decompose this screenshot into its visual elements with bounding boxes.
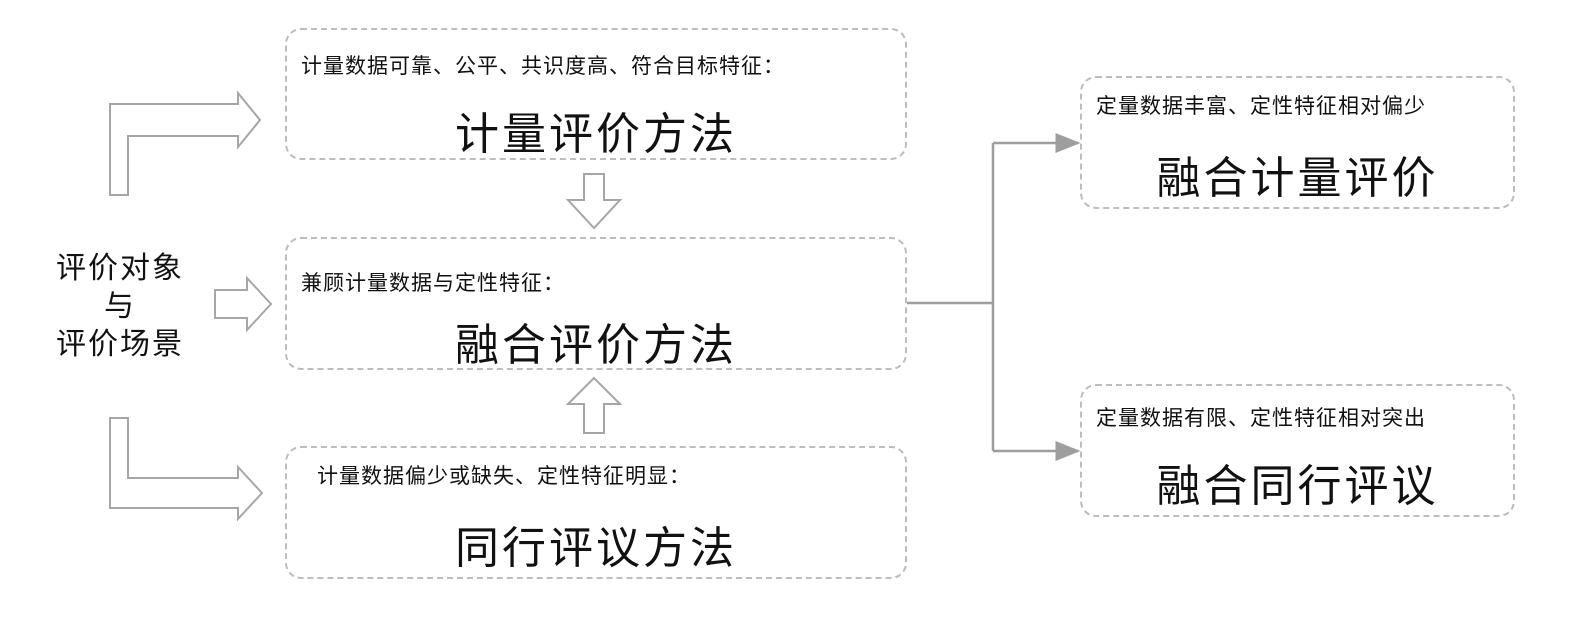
- peer-review-box: 计量数据偏少或缺失、定性特征明显： 同行评议方法: [285, 446, 907, 579]
- left-label-line2: 与: [104, 289, 136, 324]
- down-arrow-icon: [565, 173, 623, 230]
- quant-method-subtitle: 计量数据可靠、公平、共识度高、符合目标特征：: [301, 54, 785, 78]
- left-label-line3: 评价场景: [56, 327, 184, 362]
- quant-method-title: 计量评价方法: [455, 109, 737, 160]
- fusion-peer-box: 定量数据有限、定性特征相对突出 融合同行评议: [1080, 384, 1515, 517]
- fusion-quant-title: 融合计量评价: [1156, 153, 1439, 204]
- fusion-method-title: 融合评价方法: [455, 320, 737, 371]
- up-right-arrow-icon: [109, 90, 262, 196]
- fusion-peer-subtitle: 定量数据有限、定性特征相对突出: [1096, 406, 1426, 430]
- peer-review-subtitle: 计量数据偏少或缺失、定性特征明显：: [317, 464, 691, 488]
- fusion-quant-box: 定量数据丰富、定性特征相对偏少 融合计量评价: [1080, 76, 1515, 209]
- up-arrow-icon: [565, 376, 623, 434]
- peer-review-title: 同行评议方法: [455, 523, 737, 574]
- down-right-arrow-icon: [109, 417, 264, 522]
- fusion-peer-title: 融合同行评议: [1156, 461, 1439, 512]
- fusion-method-box: 兼顾计量数据与定性特征： 融合评价方法: [285, 237, 907, 371]
- fusion-method-subtitle: 兼顾计量数据与定性特征：: [301, 271, 565, 295]
- evaluation-object-label: 评价对象 与 评价场景: [40, 250, 200, 364]
- right-arrow-icon: [214, 275, 273, 333]
- quant-method-box: 计量数据可靠、公平、共识度高、符合目标特征： 计量评价方法: [285, 28, 907, 160]
- fusion-quant-subtitle: 定量数据丰富、定性特征相对偏少: [1096, 94, 1426, 118]
- left-label-line1: 评价对象: [56, 251, 184, 286]
- branch-connector: [907, 133, 1081, 461]
